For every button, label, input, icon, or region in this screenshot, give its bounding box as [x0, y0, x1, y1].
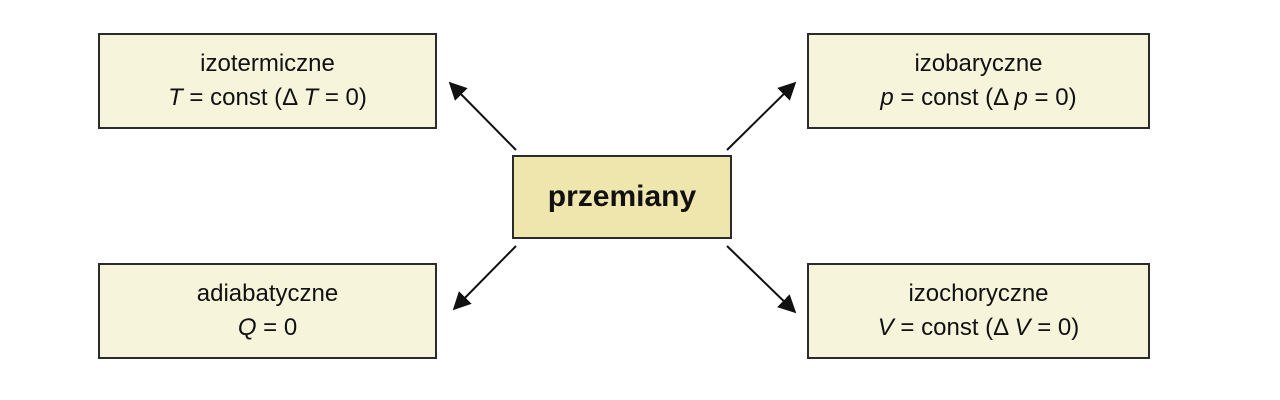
node-isochoric-eq-mid: = const (Δ	[893, 314, 1015, 341]
node-isothermal-title: izotermiczne	[200, 50, 335, 77]
node-adiabatic-equation: Q = 0	[238, 311, 297, 345]
node-isochoric-eq-end: = 0)	[1030, 314, 1080, 341]
arrow-to-isobaric	[726, 81, 797, 151]
node-adiabatic-title: adiabatyczne	[196, 280, 339, 307]
center-node-transformations: przemiany	[512, 155, 732, 239]
node-isobaric-equation: p = const (Δ p = 0)	[880, 81, 1076, 115]
node-isobaric: izobaryczne p = const (Δ p = 0)	[807, 33, 1150, 129]
arrow-to-isochoric	[726, 245, 797, 314]
node-isothermal: izotermiczne T = const (Δ T = 0)	[98, 33, 437, 129]
node-isochoric: izochoryczne V = const (Δ V = 0)	[807, 263, 1150, 359]
node-isothermal-equation: T = const (Δ T = 0)	[168, 81, 367, 115]
node-isobaric-title: izobaryczne	[914, 50, 1043, 77]
center-node-label: przemiany	[547, 180, 697, 213]
node-isothermal-var2: T	[303, 84, 319, 111]
node-isochoric-var: V	[877, 314, 894, 341]
node-adiabatic-var: Q	[237, 314, 257, 341]
node-isobaric-var2: p	[1014, 84, 1028, 111]
node-isobaric-eq-end: = 0)	[1027, 84, 1077, 111]
node-isothermal-eq-mid: = const (Δ	[182, 84, 304, 111]
node-isobaric-eq-mid: = const (Δ	[893, 84, 1015, 111]
node-adiabatic-eq-end: = 0	[256, 314, 298, 341]
node-adiabatic: adiabatyczne Q = 0	[98, 263, 437, 359]
node-isothermal-var: T	[168, 84, 183, 111]
arrow-to-adiabatic	[452, 245, 517, 311]
arrow-to-isothermal	[448, 81, 517, 151]
node-isochoric-title: izochoryczne	[908, 280, 1049, 307]
node-isobaric-var: p	[880, 84, 894, 111]
node-isochoric-equation: V = const (Δ V = 0)	[878, 311, 1079, 345]
node-isochoric-var2: V	[1014, 314, 1031, 341]
node-isothermal-eq-end: = 0)	[318, 84, 367, 111]
